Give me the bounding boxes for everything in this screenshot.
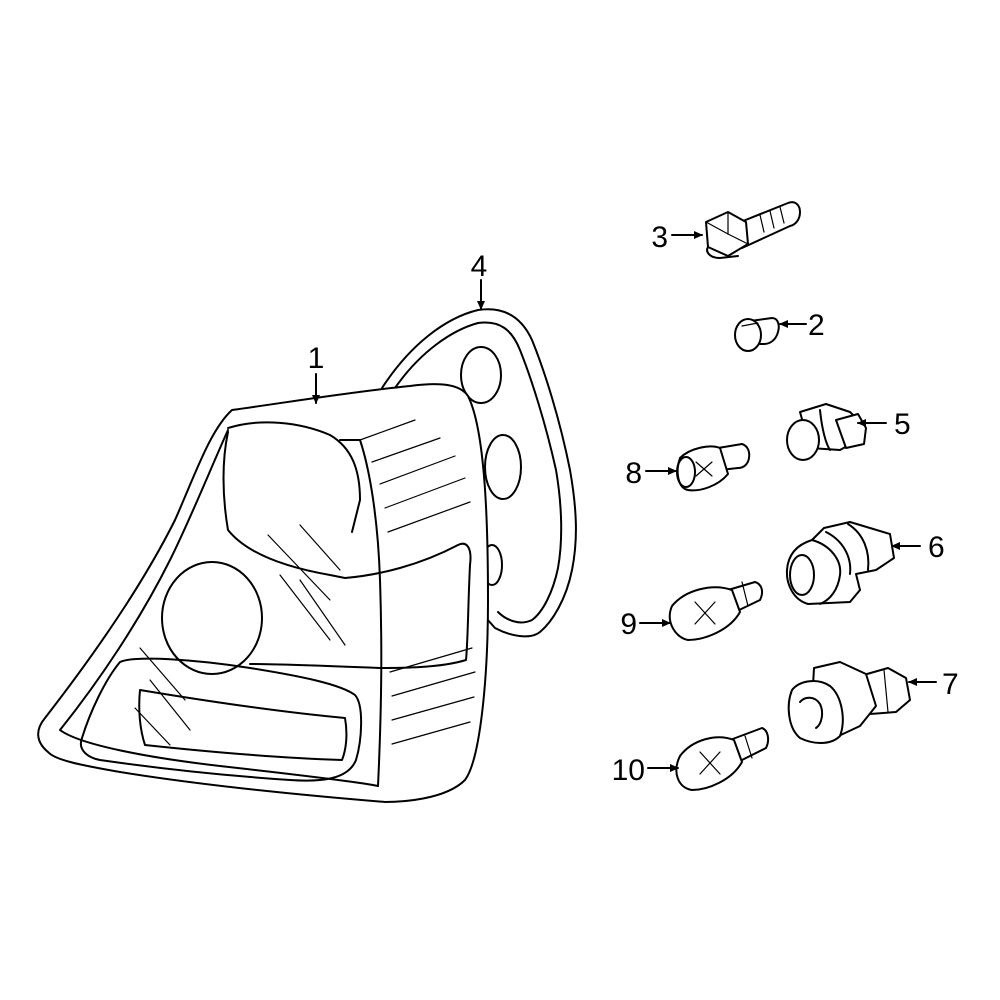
part-10-bulb[interactable]: [675, 727, 770, 791]
callout-9[interactable]: 9: [620, 608, 637, 641]
callout-1[interactable]: 1: [308, 342, 325, 375]
callout-6[interactable]: 6: [928, 531, 945, 564]
callout-8[interactable]: 8: [625, 457, 642, 490]
callout-labels: 1 2 3 4 5 6 7 8 9 10: [308, 221, 959, 787]
part-3-bolt[interactable]: [705, 201, 801, 259]
part-1-tail-lamp-assembly[interactable]: [37, 383, 489, 803]
callout-4[interactable]: 4: [471, 250, 488, 283]
callout-10[interactable]: 10: [612, 754, 645, 787]
part-8-bulb[interactable]: [676, 443, 751, 492]
part-5-socket[interactable]: [786, 403, 867, 461]
part-6-fill: [785, 521, 895, 605]
part-2-clip[interactable]: [734, 317, 780, 352]
callout-7[interactable]: 7: [942, 668, 959, 701]
callout-2[interactable]: 2: [808, 309, 825, 342]
callout-3[interactable]: 3: [651, 221, 668, 254]
callout-5[interactable]: 5: [894, 408, 911, 441]
leader-arrows: [312, 231, 937, 772]
part-6-socket-highlighted[interactable]: [785, 521, 895, 605]
part-9-bulb[interactable]: [668, 581, 764, 641]
part-7-socket[interactable]: [787, 661, 911, 744]
